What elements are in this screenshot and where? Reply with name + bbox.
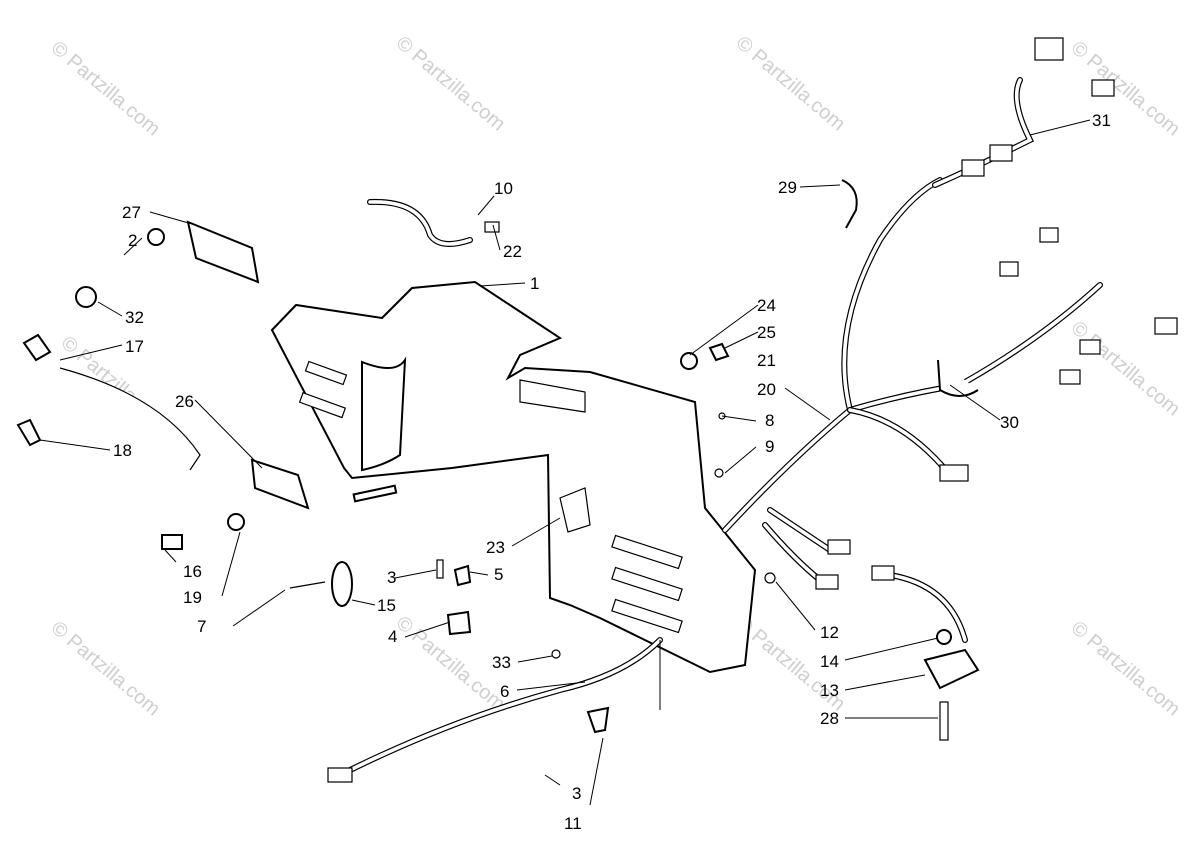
callout-27: 27 [122,203,141,222]
callout-14: 14 [820,652,839,671]
callout-3: 3 [572,784,581,803]
callout-18: 18 [113,441,132,460]
callout-4: 4 [388,627,397,646]
watermark: © Partzilla.com [732,32,849,135]
callout-9: 9 [765,437,774,456]
callout-12: 12 [820,623,839,642]
callout-29: 29 [778,178,797,197]
lower-harness [327,637,663,783]
callout-5: 5 [494,565,503,584]
callout-10: 10 [494,179,513,198]
callout-7: 7 [197,617,206,636]
watermark: © Partzilla.com [47,617,164,720]
callout-26: 26 [175,392,194,411]
callout-17: 17 [125,337,144,356]
callout-6: 6 [500,682,509,701]
callout-3: 3 [387,568,396,587]
callout-30: 30 [1000,413,1019,432]
callout-20: 20 [757,380,776,399]
callout-2: 2 [128,231,137,250]
regulator-harness [871,565,980,741]
callout-15: 15 [377,596,396,615]
callout-16: 16 [183,562,202,581]
callout-33: 33 [492,653,511,672]
callout-28: 28 [820,709,839,728]
small-parts [16,179,979,734]
callout-23: 23 [486,538,505,557]
console-panel [270,280,757,674]
watermark: © Partzilla.com [47,37,164,140]
callout-32: 32 [125,308,144,327]
leader-lines [39,119,1091,806]
callout-19: 19 [183,588,202,607]
callout-1: 1 [530,274,539,293]
callout-13: 13 [820,681,839,700]
watermark: © Partzilla.com [392,32,509,135]
callout-21: 21 [757,351,776,370]
callout-25: 25 [757,323,776,342]
callout-11: 11 [564,814,582,833]
watermark: © Partzilla.com [1067,37,1184,140]
watermark: © Partzilla.com [1067,617,1184,720]
callout-22: 22 [503,242,522,261]
callout-31: 31 [1092,111,1111,130]
upper-harness [932,37,1115,188]
callout-8: 8 [765,411,774,430]
callout-24: 24 [757,296,776,315]
callouts: 1 2 3 3 4 5 6 7 8 9 10 11 12 13 14 15 16… [113,111,1111,833]
